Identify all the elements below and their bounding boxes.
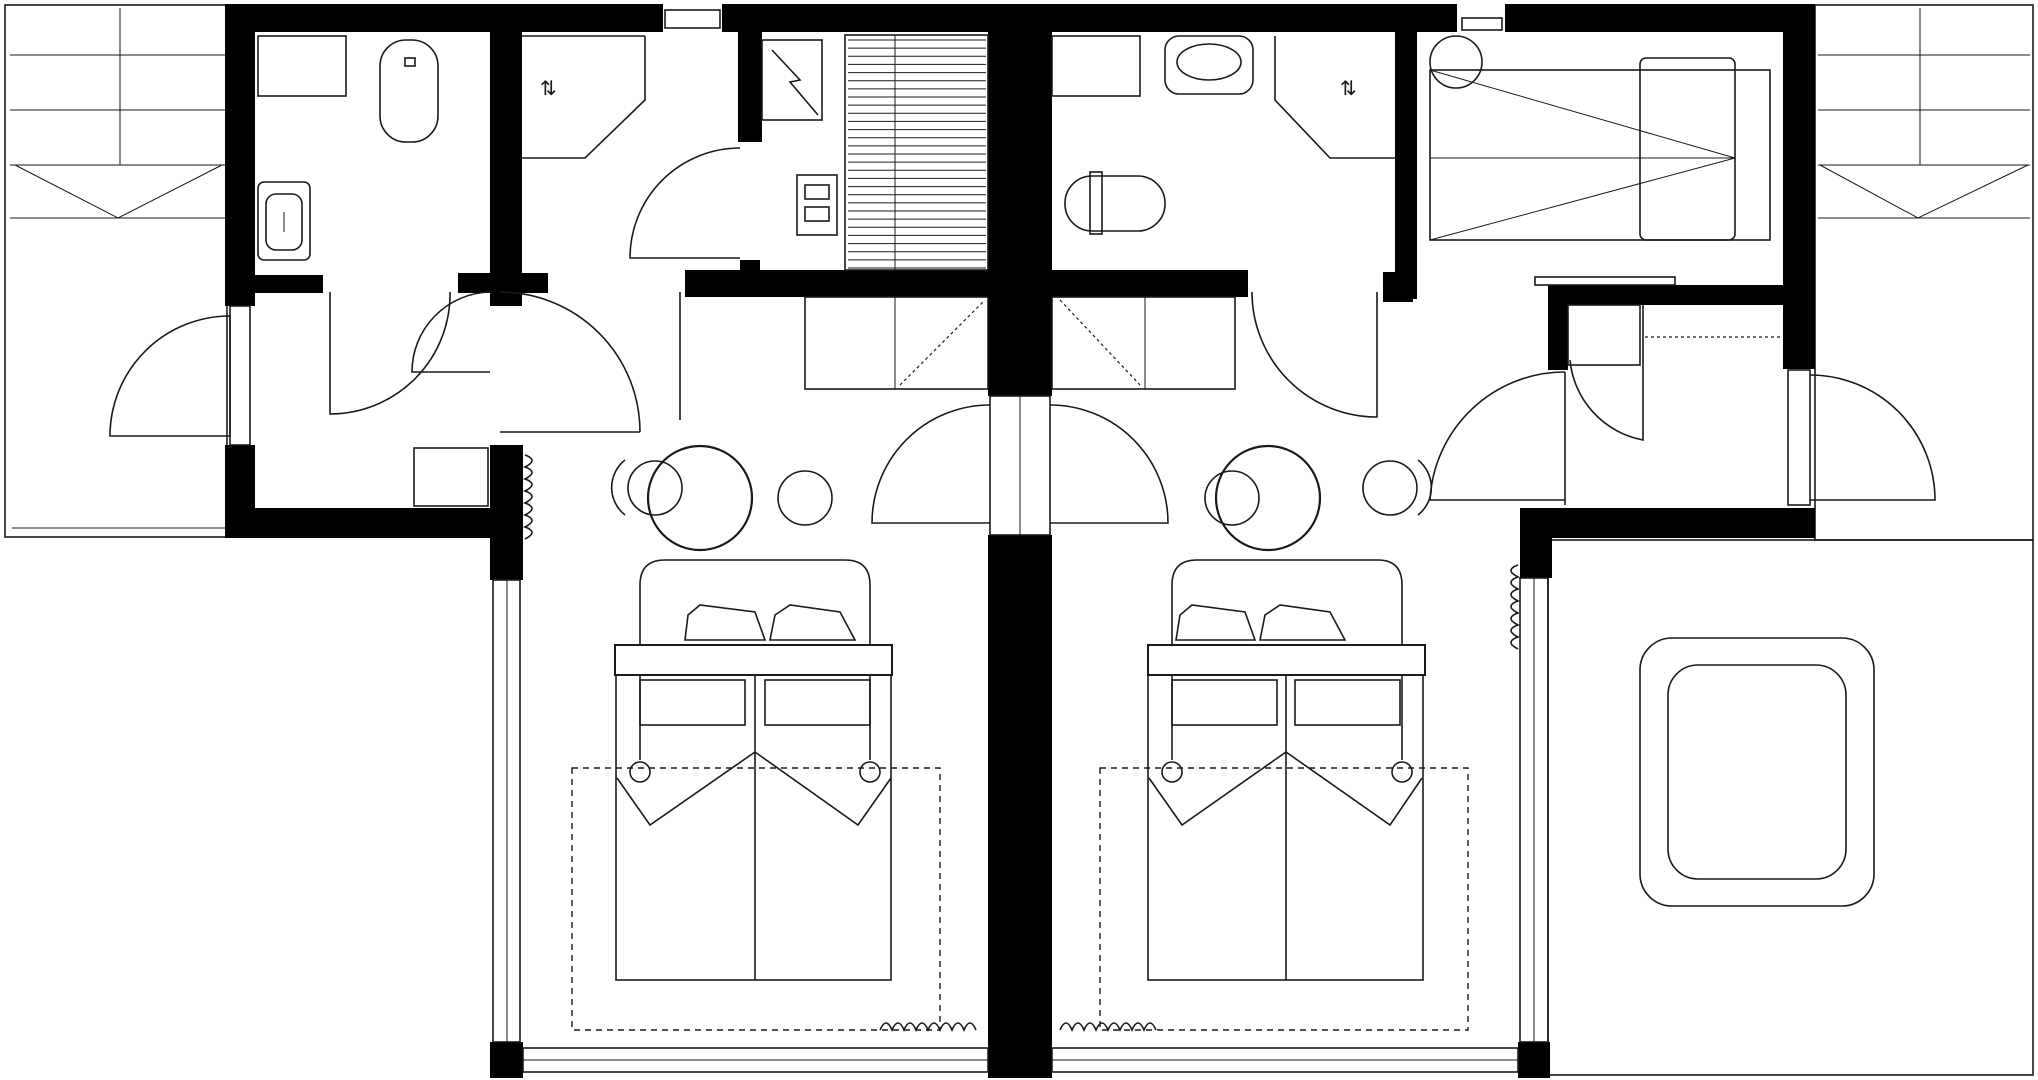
staircase (844, 34, 989, 271)
right-bathroom-fixtures: ⇅ (1051, 35, 1395, 235)
shower-valve-right: ⇅ (1340, 76, 1357, 100)
glazing (229, 305, 1811, 1073)
left-bed (571, 559, 941, 1031)
walls (225, 4, 1815, 1078)
right-bed (1099, 559, 1469, 1031)
left-dining (610, 444, 833, 552)
curtain-symbols (522, 454, 1521, 1033)
wardrobes (804, 296, 1236, 390)
shower-valve-left: ⇅ (540, 76, 557, 100)
right-office (1429, 35, 1780, 366)
doors (109, 147, 1936, 524)
right-dining (1204, 444, 1433, 552)
hot-tub (1639, 637, 1875, 907)
left-closet (761, 39, 838, 236)
left-bathroom-fixtures: ⇅ (257, 35, 646, 261)
terrace-outlines (4, 4, 2034, 1076)
